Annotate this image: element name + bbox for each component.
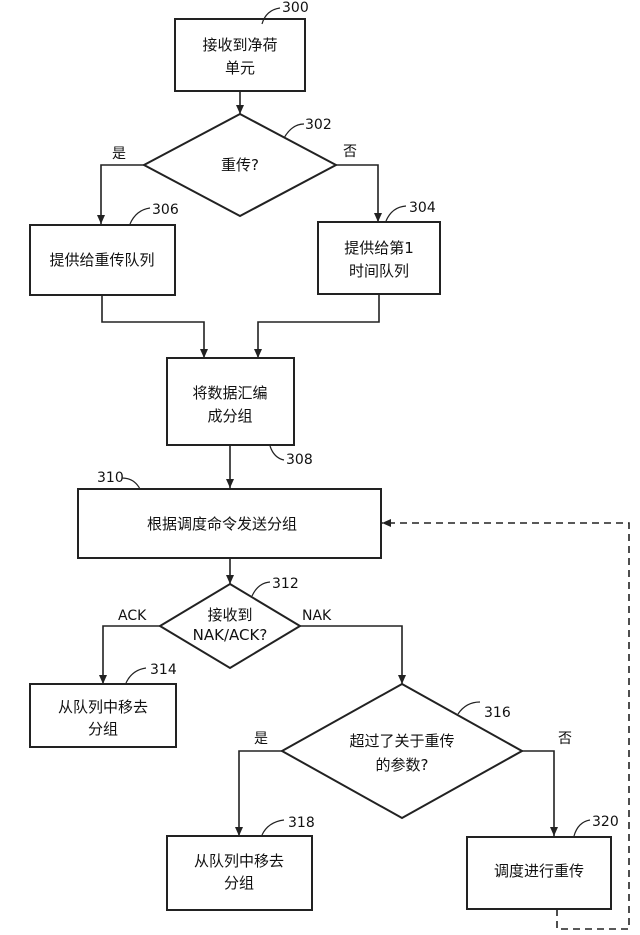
leader-304 (385, 205, 407, 222)
ref-314: 314 (150, 662, 177, 678)
node-306-text: 提供给重传队列 (49, 251, 154, 269)
leader-320 (573, 819, 591, 837)
node-314-line1: 从队列中移去 (58, 698, 148, 716)
branch-302-yes: 是 (112, 146, 126, 162)
node-314-line2: 分组 (88, 720, 118, 738)
decision-312-line1: 接收到 (207, 606, 252, 624)
ref-302: 302 (305, 117, 332, 133)
branch-316-no: 否 (558, 731, 572, 747)
node-320-text: 调度进行重传 (494, 862, 584, 880)
node-308-line1: 将数据汇编 (192, 384, 267, 402)
node-300-receive-payload: 接收到净荷 单元 (174, 18, 306, 92)
node-314-remove-from-queue: 从队列中移去 分组 (29, 683, 177, 748)
edge-304-308 (254, 294, 380, 358)
edge-312-316 (300, 625, 406, 684)
decision-316-line2: 的参数? (376, 756, 429, 774)
node-318-remove-from-queue: 从队列中移去 分组 (166, 835, 313, 911)
leader-318 (261, 819, 285, 836)
node-310-text: 根据调度命令发送分组 (147, 515, 297, 533)
leader-314 (125, 667, 147, 684)
ref-320: 320 (592, 814, 619, 830)
decision-312-line2: NAK/ACK? (193, 626, 268, 644)
node-304-line2: 时间队列 (349, 262, 409, 280)
edge-302-304 (336, 164, 382, 222)
node-306-retransmit-queue: 提供给重传队列 (29, 224, 176, 296)
node-308-assemble-packet: 将数据汇编 成分组 (166, 357, 295, 446)
branch-312-ack: ACK (118, 608, 147, 624)
ref-318: 318 (288, 815, 315, 831)
decision-302-text: 重传? (221, 156, 259, 174)
node-308-line2: 成分组 (207, 407, 252, 425)
decision-312-nak-ack: 接收到 NAK/ACK? (158, 582, 302, 670)
decision-316-line1: 超过了关于重传 (349, 732, 454, 750)
ref-310: 310 (97, 470, 124, 486)
edge-316-320 (522, 750, 558, 836)
edge-306-308 (101, 295, 208, 358)
ref-312: 312 (272, 576, 299, 592)
decision-316-exceeded-params: 超过了关于重传 的参数? (279, 682, 525, 820)
leader-316 (457, 701, 481, 715)
leader-308 (269, 445, 285, 461)
ref-308: 308 (286, 452, 313, 468)
leader-310 (121, 477, 141, 490)
edge-320-310-feedback (382, 519, 630, 930)
node-300-line2: 单元 (225, 59, 255, 77)
node-320-schedule-retransmit: 调度进行重传 (466, 836, 612, 910)
leader-302 (283, 123, 305, 139)
node-300-line1: 接收到净荷 (202, 36, 277, 54)
edge-312-314 (99, 625, 160, 684)
ref-316: 316 (484, 705, 511, 721)
node-310-send-packet: 根据调度命令发送分组 (77, 488, 382, 559)
node-304-line1: 提供给第1 (344, 239, 414, 257)
branch-312-nak: NAK (302, 608, 332, 624)
decision-302-retransmit: 重传? (141, 112, 339, 218)
ref-304: 304 (409, 200, 436, 216)
node-318-line1: 从队列中移去 (194, 852, 284, 870)
branch-302-no: 否 (343, 144, 357, 160)
leader-306 (129, 207, 151, 225)
ref-300: 300 (282, 0, 309, 16)
ref-306: 306 (152, 202, 179, 218)
node-318-line2: 分组 (224, 874, 254, 892)
branch-316-yes: 是 (254, 731, 268, 747)
node-304-first-time-queue: 提供给第1 时间队列 (317, 221, 441, 295)
edge-316-318 (235, 750, 282, 836)
leader-312 (251, 581, 271, 597)
edge-302-306 (97, 164, 144, 224)
leader-300 (261, 7, 281, 25)
